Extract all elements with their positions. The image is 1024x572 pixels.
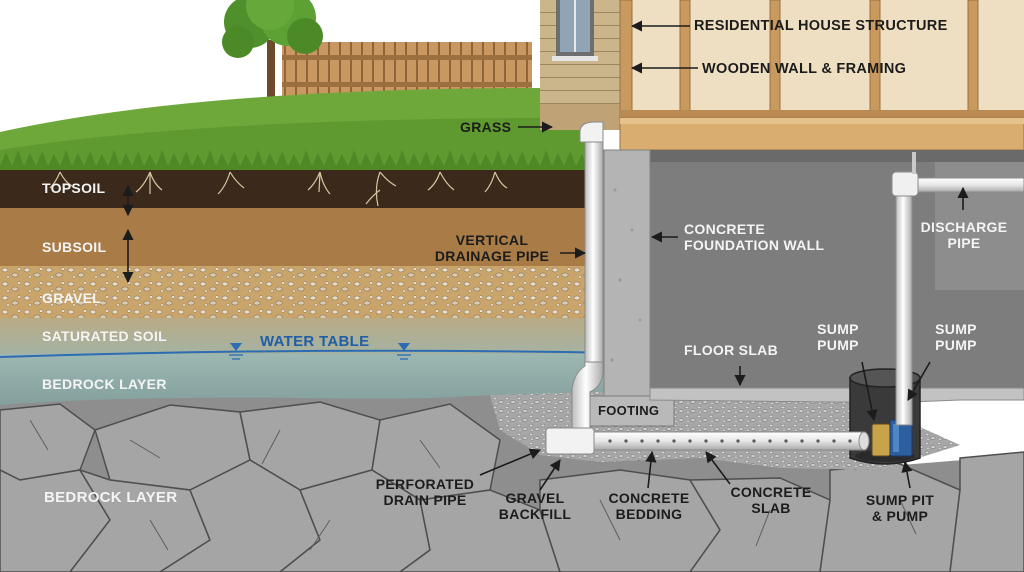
label-line: CONCRETE xyxy=(608,490,690,506)
label-line: VERTICAL xyxy=(455,232,529,248)
label-line: DISCHARGE xyxy=(920,219,1008,235)
label-line: BEDDING xyxy=(615,506,683,522)
leader-arrows xyxy=(122,20,969,491)
label-discharge-pipe: DISCHARGE PIPE xyxy=(912,219,1016,251)
label-line: FOUNDATION WALL xyxy=(684,237,825,253)
perforated-drain-pipe xyxy=(545,427,870,455)
label-sump-pit-pump: SUMP PIT & PUMP xyxy=(850,492,950,524)
label-line: BACKFILL xyxy=(498,506,572,522)
label-line: DRAIN PIPE xyxy=(383,492,467,508)
tree-icon xyxy=(222,0,323,115)
concrete-foundation-wall xyxy=(603,149,651,399)
label-residential-house-structure: RESIDENTIAL HOUSE STRUCTURE xyxy=(694,18,948,34)
label-line: CONCRETE xyxy=(684,221,765,237)
label-line: & PUMP xyxy=(871,508,929,524)
topsoil-layer xyxy=(0,170,620,214)
label-subsoil: SUBSOIL xyxy=(42,239,107,255)
label-line: SUMP PIT xyxy=(865,492,935,508)
label-vertical-drainage-pipe: VERTICAL DRAINAGE PIPE xyxy=(428,232,556,264)
house-exterior xyxy=(540,0,620,130)
sump-pump-icon xyxy=(871,419,913,457)
label-gravel: GRAVEL xyxy=(42,290,102,306)
label-grass: GRASS xyxy=(460,119,512,135)
vertical-drainage-pipe xyxy=(571,121,604,441)
discharge-pipe xyxy=(891,152,1024,426)
label-sump-pump-left: SUMP PUMP xyxy=(806,321,870,353)
label-perforated-drain-pipe: PERFORATED DRAIN PIPE xyxy=(366,476,484,508)
roots xyxy=(49,171,508,207)
label-bedrock-layer-upper: BEDROCK LAYER xyxy=(42,376,167,392)
label-line: PUMP xyxy=(817,337,859,353)
label-water-table: WATER TABLE xyxy=(260,333,370,350)
label-line: SUMP xyxy=(935,321,977,337)
label-wooden-wall-framing: WOODEN WALL & FRAMING xyxy=(702,61,907,77)
label-line: CONCRETE xyxy=(730,484,812,500)
label-saturated-soil: SATURATED SOIL xyxy=(42,328,168,344)
label-concrete-foundation-wall: CONCRETE FOUNDATION WALL xyxy=(684,221,824,253)
label-line: GRAVEL xyxy=(505,490,565,506)
label-concrete-bedding: CONCRETE BEDDING xyxy=(598,490,700,522)
label-concrete-slab: CONCRETE SLAB xyxy=(716,484,826,516)
label-bedrock-layer-lower: BEDROCK LAYER xyxy=(44,489,178,506)
label-sump-pump-right: SUMP PUMP xyxy=(924,321,988,353)
label-line: PERFORATED xyxy=(375,476,475,492)
label-footing: FOOTING xyxy=(598,403,660,418)
label-line: PIPE xyxy=(947,235,981,251)
label-line: SUMP xyxy=(817,321,859,337)
label-line: SLAB xyxy=(751,500,791,516)
saturated-soil-layer xyxy=(0,318,620,356)
water-table-line xyxy=(0,349,621,358)
label-floor-slab: FLOOR SLAB xyxy=(684,342,778,358)
water-table-icon xyxy=(229,343,411,360)
label-gravel-backfill: GRAVEL BACKFILL xyxy=(490,490,580,522)
gravel-layer xyxy=(0,266,620,324)
label-topsoil: TOPSOIL xyxy=(42,180,106,196)
bedrock-rocks xyxy=(0,394,1024,572)
subsoil-layer xyxy=(0,208,620,270)
floor-slab xyxy=(649,387,1024,403)
footing xyxy=(589,395,675,427)
label-line: PUMP xyxy=(935,337,977,353)
label-line: DRAINAGE PIPE xyxy=(434,248,550,264)
